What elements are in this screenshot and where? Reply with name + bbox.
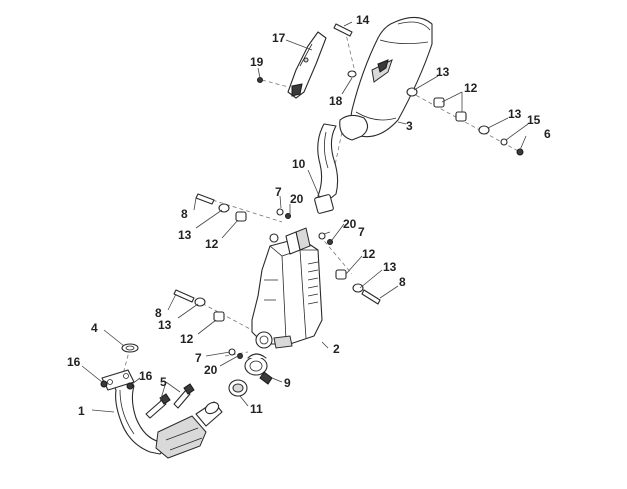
callout-20c: 20 xyxy=(204,363,218,377)
callout-12b: 12 xyxy=(180,332,194,346)
sleeve xyxy=(228,379,248,397)
callout-9: 9 xyxy=(284,376,291,390)
callout-20a: 20 xyxy=(290,192,304,206)
callout-19: 19 xyxy=(250,55,264,69)
exhaust-box xyxy=(251,227,323,349)
callout-2: 2 xyxy=(333,342,340,356)
callout-13d: 13 xyxy=(436,65,450,79)
callout-5: 5 xyxy=(160,375,167,389)
callout-7c: 7 xyxy=(195,351,202,365)
callout-13b: 13 xyxy=(158,318,172,332)
callout-16a: 16 xyxy=(67,355,81,369)
callout-12a: 12 xyxy=(205,237,219,251)
clamp xyxy=(244,353,273,385)
callout-labels: 1 2 3 4 5 6 7 7 7 8 8 8 9 10 11 12 12 12… xyxy=(67,13,551,418)
callout-16b: 16 xyxy=(139,369,153,383)
callout-10: 10 xyxy=(292,157,306,171)
heat-shield xyxy=(287,31,327,99)
callout-12d: 12 xyxy=(464,81,478,95)
link-pipe xyxy=(314,123,339,214)
header-pipe xyxy=(101,369,223,459)
callout-13a: 13 xyxy=(178,228,192,242)
callout-3: 3 xyxy=(406,119,413,133)
callout-7b: 7 xyxy=(358,225,365,239)
callout-18: 18 xyxy=(329,94,343,108)
leader-lines xyxy=(81,21,529,413)
callout-11: 11 xyxy=(250,402,263,416)
callout-17: 17 xyxy=(272,31,286,45)
silencer xyxy=(339,16,433,141)
callout-4: 4 xyxy=(91,321,98,335)
callout-6: 6 xyxy=(544,127,551,141)
gasket xyxy=(121,343,139,353)
callout-15: 15 xyxy=(527,113,541,127)
callout-13e: 13 xyxy=(508,107,522,121)
callout-8c: 8 xyxy=(399,275,406,289)
callout-12c: 12 xyxy=(362,247,376,261)
callout-8b: 8 xyxy=(155,306,162,320)
callout-20b: 20 xyxy=(343,217,357,231)
callout-7a: 7 xyxy=(275,185,282,199)
callout-1: 1 xyxy=(78,404,85,418)
oxygen-sensors xyxy=(145,383,195,419)
callout-14: 14 xyxy=(356,13,370,27)
callout-13c: 13 xyxy=(383,260,397,274)
callout-8a: 8 xyxy=(181,207,188,221)
